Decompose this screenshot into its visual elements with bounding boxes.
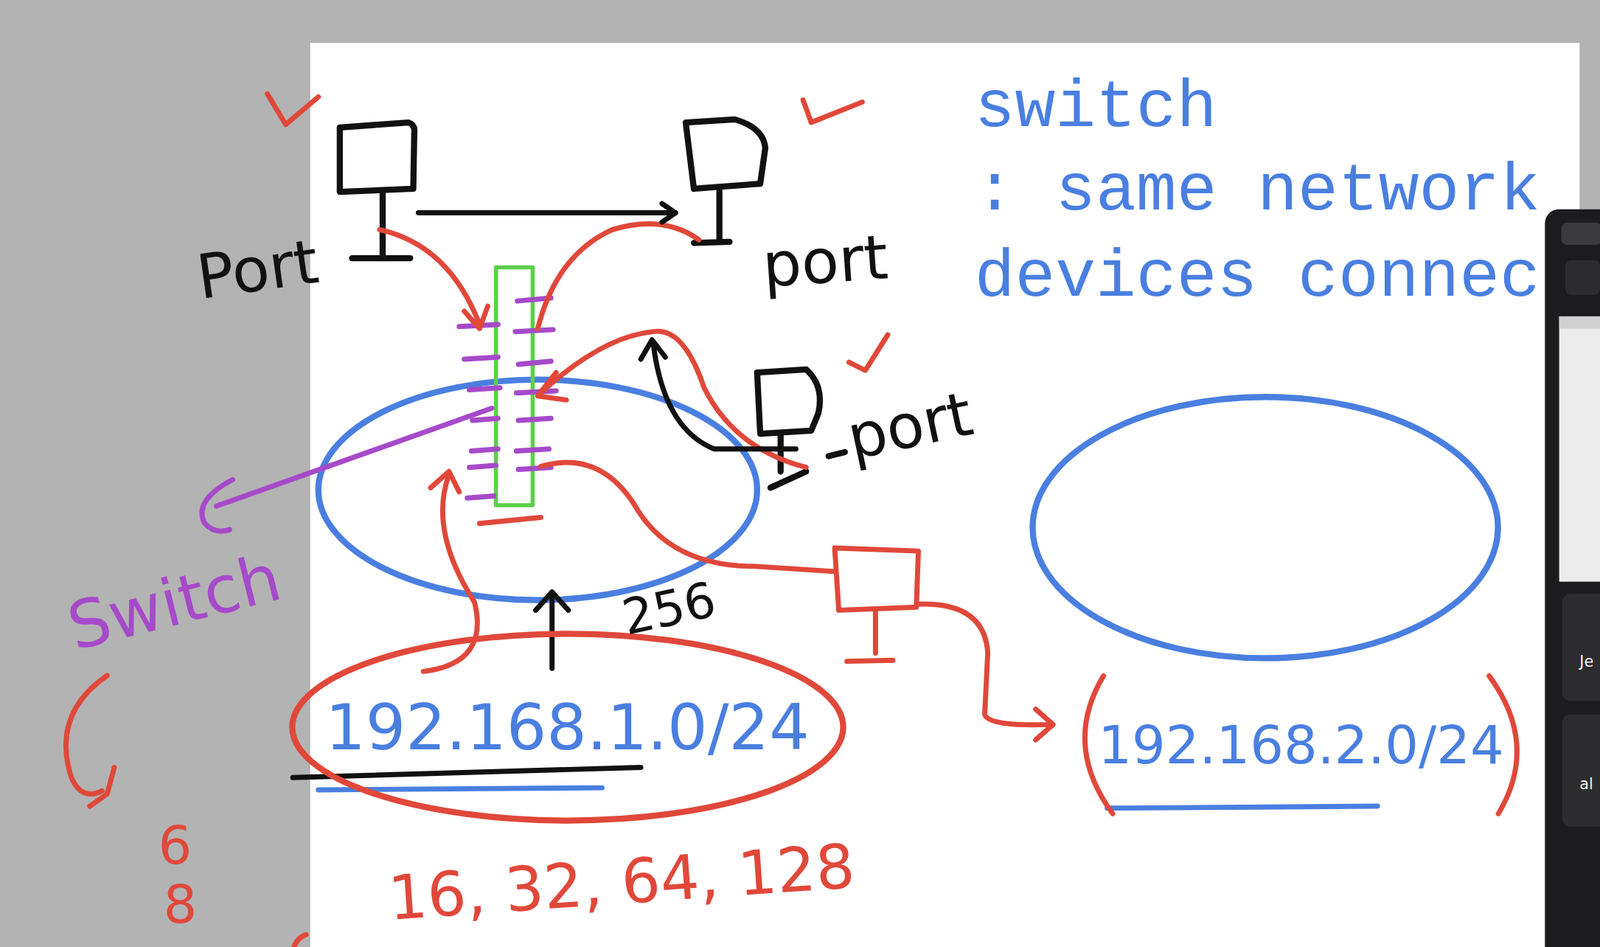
- leader-line: [216, 407, 492, 506]
- computer-icon: [757, 369, 845, 488]
- arrow-head: [537, 372, 567, 400]
- link-curve: [918, 603, 1052, 725]
- link-curve: [653, 342, 797, 450]
- computer-node: port: [749, 362, 995, 506]
- leader-hook: [202, 479, 233, 531]
- label-holder: 256: [622, 581, 716, 636]
- scribble: [294, 934, 307, 947]
- network-ellipse: 192.168.1.0/24: [286, 627, 850, 827]
- link-curve: [540, 331, 806, 468]
- label-holder: Je: [1579, 653, 1594, 671]
- label-holder: switch: [974, 71, 1218, 146]
- label-holder: 16, 32, 64, 128: [387, 848, 856, 916]
- note-number: 16, 32, 64, 128: [385, 832, 857, 932]
- label-holder: 6: [158, 816, 193, 875]
- network-outline: [1032, 396, 1499, 658]
- window-text: al: [1579, 775, 1593, 793]
- node-text: Port: [192, 226, 323, 313]
- window-text: Je: [1579, 653, 1594, 671]
- computer-node: port: [675, 112, 899, 312]
- node-text: 192.168.2.0/24: [1097, 714, 1505, 776]
- link-curve: [537, 224, 699, 329]
- node-text: 192.168.1.0/24: [325, 690, 810, 764]
- computer-node: Port: [191, 114, 419, 316]
- connector: [418, 203, 676, 222]
- component-label: Switch: [61, 541, 289, 663]
- label-holder: al: [1579, 775, 1593, 793]
- label-holder: devices connec: [974, 241, 1541, 315]
- computer-icon: [685, 119, 766, 243]
- whiteboard-page: [310, 42, 1581, 947]
- switch-base: [479, 516, 541, 523]
- label-holder: Switch: [66, 566, 283, 638]
- underline: [1107, 805, 1379, 809]
- note-text: switch: [974, 71, 1218, 146]
- count-label: 256: [617, 572, 721, 645]
- arrow-head: [430, 471, 460, 492]
- arrow-head: [1035, 709, 1054, 741]
- check-mark: [267, 93, 319, 125]
- arrow-head: [662, 203, 676, 222]
- note-text: : same network: [974, 154, 1541, 229]
- computer-icon: [834, 547, 918, 662]
- arrow-head: [89, 766, 115, 806]
- side-window: [1544, 209, 1600, 947]
- connector-line: [418, 210, 676, 216]
- check-mark: [848, 334, 888, 371]
- note-number: 6: [158, 816, 193, 875]
- note-text: devices connec: [974, 241, 1541, 315]
- arrow-head: [536, 592, 569, 611]
- network-outline: [318, 379, 758, 601]
- link-curve: [540, 462, 835, 572]
- network-parens: 192.168.2.0/24: [1071, 668, 1531, 822]
- label-holder: : same network: [974, 154, 1541, 229]
- underline: [292, 766, 641, 778]
- note-number: 8: [162, 875, 197, 934]
- arrow-head: [640, 339, 666, 360]
- check-mark: [802, 100, 862, 123]
- node-text: port: [760, 221, 890, 301]
- bracket: [65, 675, 107, 795]
- node-text: port: [841, 378, 979, 474]
- label-holder: 8: [162, 875, 197, 934]
- arrow-head: [464, 305, 489, 329]
